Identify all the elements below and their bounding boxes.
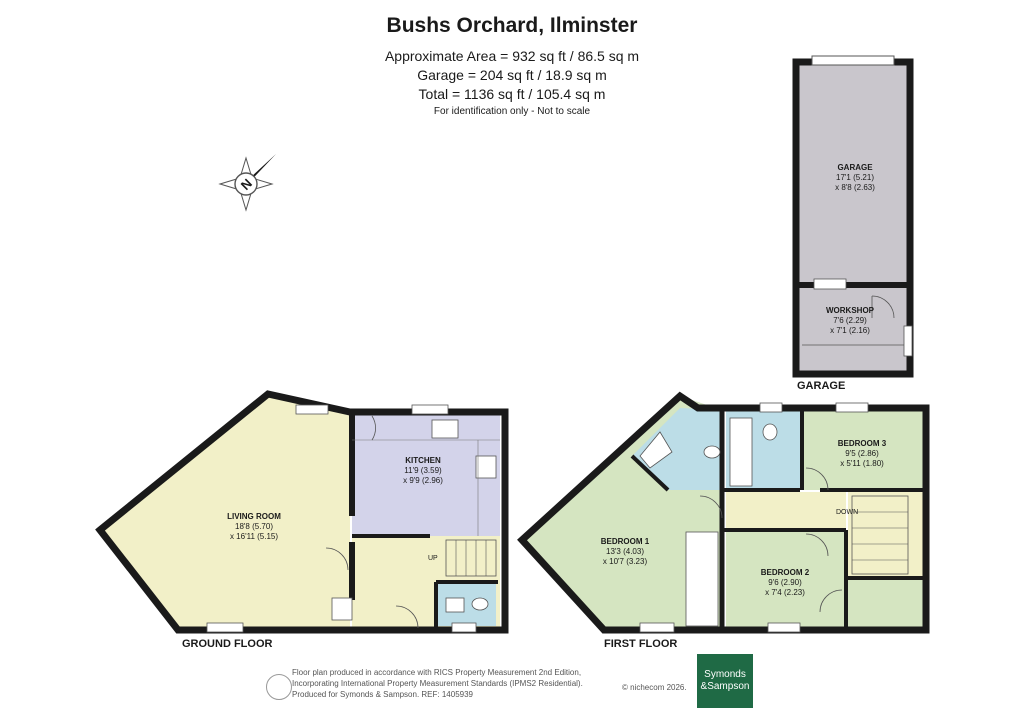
bedroom2-name: BEDROOM 2	[761, 568, 810, 577]
footer-credits: Floor plan produced in accordance with R…	[292, 667, 712, 700]
living-room-dim1: 18'8 (5.70)	[235, 522, 273, 531]
total-area-text: Total = 1136 sq ft / 105.4 sq m	[418, 86, 606, 102]
footer-line-2: Incorporating International Property Mea…	[292, 679, 583, 688]
footer-line-1: Floor plan produced in accordance with R…	[292, 668, 582, 677]
kitchen-room-dim1: 11'9 (3.59)	[404, 466, 442, 475]
ground-floor-label: GROUND FLOOR	[182, 638, 272, 650]
workshop-room-name: WORKSHOP	[826, 306, 875, 315]
garage-block	[792, 55, 914, 378]
plan-title: Bushs Orchard, Ilminster	[386, 14, 638, 37]
workshop-room-dim2: x 7'1 (2.16)	[830, 326, 870, 335]
footer-line-3: Produced for Symonds & Sampson. REF: 140…	[292, 690, 473, 699]
garage-room-dim2: x 8'8 (2.63)	[835, 183, 875, 192]
garage-room-name: GARAGE	[837, 163, 873, 172]
bedroom2-dim2: x 7'4 (2.23)	[765, 588, 805, 597]
first-floor-plan	[517, 391, 930, 634]
kitchen-room-name: KITCHEN	[405, 456, 441, 465]
rics-person-icon	[266, 674, 292, 700]
first-floor-label: FIRST FLOOR	[604, 638, 677, 650]
living-room-dim2: x 16'11 (5.15)	[230, 532, 278, 541]
approx-area-text: Approximate Area = 932 sq ft / 86.5 sq m	[384, 48, 640, 64]
bedroom1-name: BEDROOM 1	[601, 537, 650, 546]
compass-icon: N	[218, 154, 276, 212]
bedroom3-dim2: x 5'11 (1.80)	[840, 459, 884, 468]
garage-room-dim1: 17'1 (5.21)	[836, 173, 874, 182]
brand-line-1: Symonds	[704, 669, 746, 680]
living-room-name: LIVING ROOM	[227, 512, 281, 521]
brand-line-2: &Sampson	[700, 681, 750, 692]
bedroom2-dim1: 9'6 (2.90)	[768, 578, 802, 587]
bedroom1-dim1: 13'3 (4.03)	[606, 547, 644, 556]
kitchen-room-dim2: x 9'9 (2.96)	[403, 476, 443, 485]
bedroom1-dim2: x 10'7 (3.23)	[603, 557, 648, 566]
bedroom3-name: BEDROOM 3	[838, 439, 887, 448]
stairs-up-label: UP	[428, 555, 438, 562]
garage-floor-label: GARAGE	[797, 380, 845, 392]
bedroom3-dim1: 9'5 (2.86)	[845, 449, 879, 458]
stairs-down-label: DOWN	[836, 509, 858, 516]
garage-area-text: Garage = 204 sq ft / 18.9 sq m	[417, 67, 607, 83]
brand-logo: Symonds &Sampson	[697, 654, 753, 708]
ground-floor-plan	[95, 390, 509, 634]
disclaimer-text: For identification only - Not to scale	[433, 106, 591, 117]
workshop-room-dim1: 7'6 (2.29)	[833, 316, 867, 325]
copyright-text: © nichecom 2026.	[622, 683, 687, 692]
